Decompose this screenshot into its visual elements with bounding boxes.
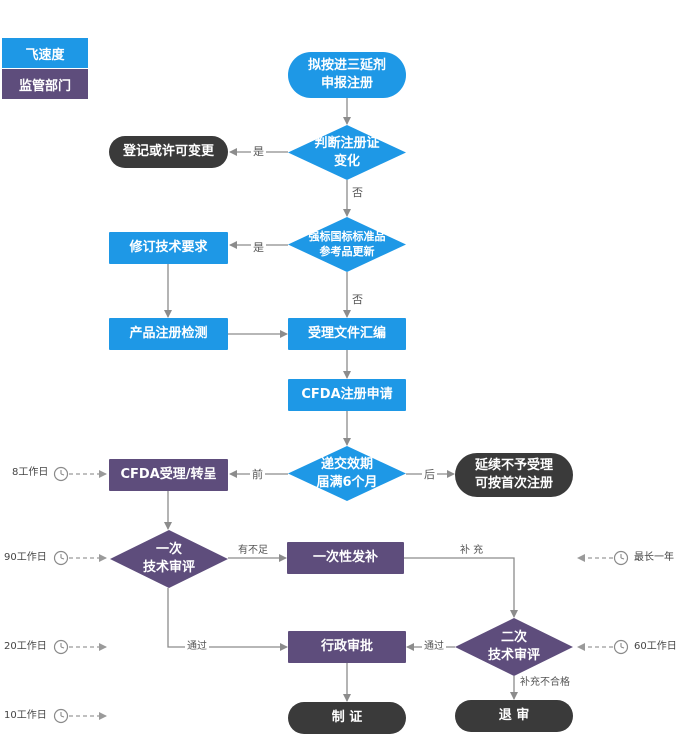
timing-admin: 20工作日 (4, 641, 47, 652)
timing-second-review: 60工作日 (634, 641, 677, 652)
timing-issue: 10工作日 (4, 710, 47, 721)
shape-product-test (109, 318, 228, 350)
timing-first-review: 90工作日 (4, 552, 47, 563)
shape-first-review (110, 530, 228, 588)
edge-label-no-1: 否 (350, 186, 365, 200)
shape-judge-standard (288, 217, 406, 272)
shape-supplement-once (287, 542, 404, 574)
edge-label-fail: 补充不合格 (518, 677, 572, 689)
shape-reject (455, 700, 573, 732)
edge-label-supplement: 补 充 (458, 545, 486, 557)
timing-supplement-max: 最长一年 (634, 552, 674, 563)
clock-icon-supplement-max (613, 550, 629, 566)
shape-start (288, 52, 406, 98)
edge-label-after: 后 (422, 468, 437, 482)
edge-label-no-2: 否 (350, 293, 365, 307)
shape-compile-docs (288, 318, 406, 350)
shape-register-change (109, 136, 228, 168)
clock-icon-issue (53, 708, 69, 724)
edge-label-before: 前 (250, 468, 265, 482)
legend-purple: 监管部门 (2, 69, 88, 99)
shape-cfda-apply (288, 379, 406, 411)
edge-label-pass-1: 通过 (185, 641, 209, 653)
shape-no-accept (455, 453, 573, 497)
arrow-first-review-to-admin (167, 588, 288, 651)
clock-icon-second-review (613, 639, 629, 655)
edge-label-yes-2: 是 (251, 241, 266, 255)
shape-admin-approve (288, 631, 406, 663)
edge-label-insufficient: 有不足 (236, 545, 270, 557)
legend-blue: 飞速度 (2, 38, 88, 68)
shape-issue (288, 702, 406, 734)
shape-judge-change (288, 125, 406, 180)
shape-second-review (455, 618, 573, 676)
edge-label-pass-2: 通过 (422, 641, 446, 653)
clock-icon-admin (53, 639, 69, 655)
clock-icon-first-review (53, 550, 69, 566)
shape-judge-submit (288, 446, 406, 501)
edge-label-yes-1: 是 (251, 145, 266, 159)
clock-icon-accept (53, 466, 69, 482)
timing-accept: 8工作日 (12, 467, 49, 478)
shape-revise-tech (109, 232, 228, 264)
shape-cfda-accept (109, 459, 228, 491)
arrow-supplement-to-second-review (404, 557, 518, 618)
